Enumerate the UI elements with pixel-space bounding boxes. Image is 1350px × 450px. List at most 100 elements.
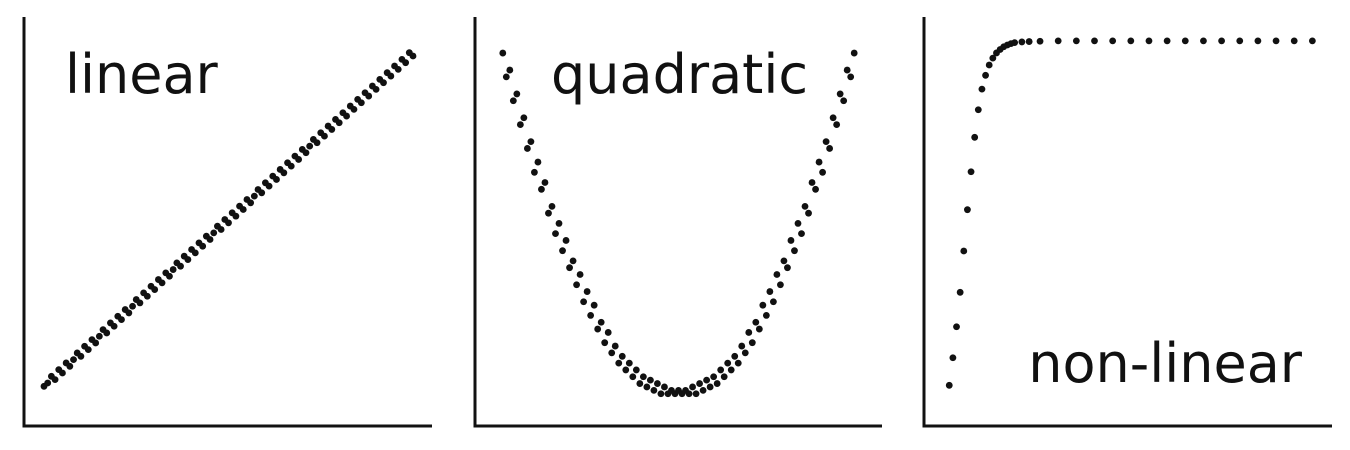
data-point — [650, 386, 658, 394]
data-point — [752, 318, 760, 326]
data-point — [949, 354, 957, 362]
data-point — [538, 185, 545, 193]
data-point — [1072, 37, 1080, 45]
data-point — [136, 299, 144, 307]
data-point — [787, 237, 795, 244]
data-point — [801, 202, 809, 210]
data-point — [1054, 37, 1062, 45]
data-point — [357, 99, 365, 107]
data-point — [840, 97, 848, 105]
data-point — [1181, 37, 1189, 45]
data-point — [328, 126, 336, 133]
data-point — [953, 323, 960, 331]
data-point — [184, 256, 192, 263]
data-point — [727, 366, 735, 374]
data-point — [759, 301, 767, 309]
data-point — [960, 247, 968, 255]
data-point — [978, 85, 986, 93]
data-point — [394, 65, 402, 73]
data-point — [766, 288, 774, 295]
data-point — [225, 219, 232, 227]
data-point — [387, 72, 395, 80]
data-point — [118, 316, 125, 323]
data-point — [836, 90, 844, 98]
data-point — [791, 247, 798, 255]
data-point — [762, 312, 770, 319]
data-point — [232, 212, 240, 220]
quadratic-panel: quadratic — [473, 17, 882, 428]
data-point — [506, 66, 514, 74]
data-point — [402, 59, 410, 67]
data-point — [258, 189, 266, 197]
data-point — [177, 262, 184, 270]
data-point — [191, 249, 199, 257]
data-point — [847, 73, 855, 81]
data-point — [110, 322, 118, 330]
data-point — [520, 114, 528, 122]
data-point — [566, 264, 573, 272]
data-point — [84, 346, 92, 354]
axis-lines — [922, 17, 1332, 428]
data-point — [580, 298, 588, 306]
data-point — [1025, 38, 1033, 45]
data-point — [777, 281, 784, 289]
data-point — [738, 342, 746, 350]
data-point — [1236, 37, 1244, 45]
data-point — [59, 369, 66, 377]
data-point — [850, 49, 858, 57]
data-point — [280, 169, 288, 177]
data-point — [629, 373, 637, 381]
data-point — [66, 362, 74, 370]
data-point — [964, 206, 971, 214]
data-point — [713, 380, 721, 387]
non-linear-panel: non-linear — [922, 17, 1332, 428]
data-point — [250, 192, 258, 200]
data-point — [365, 92, 373, 100]
data-point — [125, 309, 133, 317]
data-point — [646, 376, 654, 384]
data-point — [321, 132, 328, 140]
data-point — [748, 339, 756, 347]
data-point — [206, 236, 214, 243]
data-point — [151, 286, 159, 293]
data-point — [1127, 37, 1135, 45]
data-point — [808, 179, 816, 186]
data-point — [545, 209, 552, 217]
data-point — [724, 359, 732, 367]
data-point — [92, 339, 100, 347]
linear-panel: linear — [22, 17, 432, 428]
data-point — [583, 288, 591, 295]
data-point — [516, 121, 524, 128]
data-point — [731, 352, 739, 360]
data-point — [636, 380, 644, 387]
data-point — [169, 266, 177, 273]
data-point — [372, 85, 380, 93]
data-point — [622, 366, 630, 374]
data-point — [784, 264, 791, 272]
data-point — [720, 373, 728, 381]
data-point — [615, 359, 623, 367]
data-point — [734, 359, 742, 367]
data-point — [569, 257, 577, 265]
data-point — [685, 390, 693, 398]
data-point — [70, 356, 77, 364]
data-point — [703, 376, 711, 384]
data-point — [971, 133, 979, 141]
data-point — [815, 158, 823, 166]
data-point — [643, 383, 651, 391]
data-point — [409, 52, 417, 60]
data-point — [618, 352, 626, 360]
data-point — [822, 138, 830, 146]
data-point — [1163, 37, 1171, 45]
data-point — [826, 145, 834, 152]
data-point — [217, 226, 225, 233]
data-point — [805, 209, 812, 217]
data-point — [639, 373, 647, 381]
data-point — [343, 112, 350, 120]
data-point — [143, 292, 151, 300]
axis-lines — [473, 17, 882, 428]
data-point — [513, 90, 521, 98]
data-point — [509, 97, 517, 105]
data-point — [199, 242, 207, 250]
data-point — [625, 359, 633, 367]
